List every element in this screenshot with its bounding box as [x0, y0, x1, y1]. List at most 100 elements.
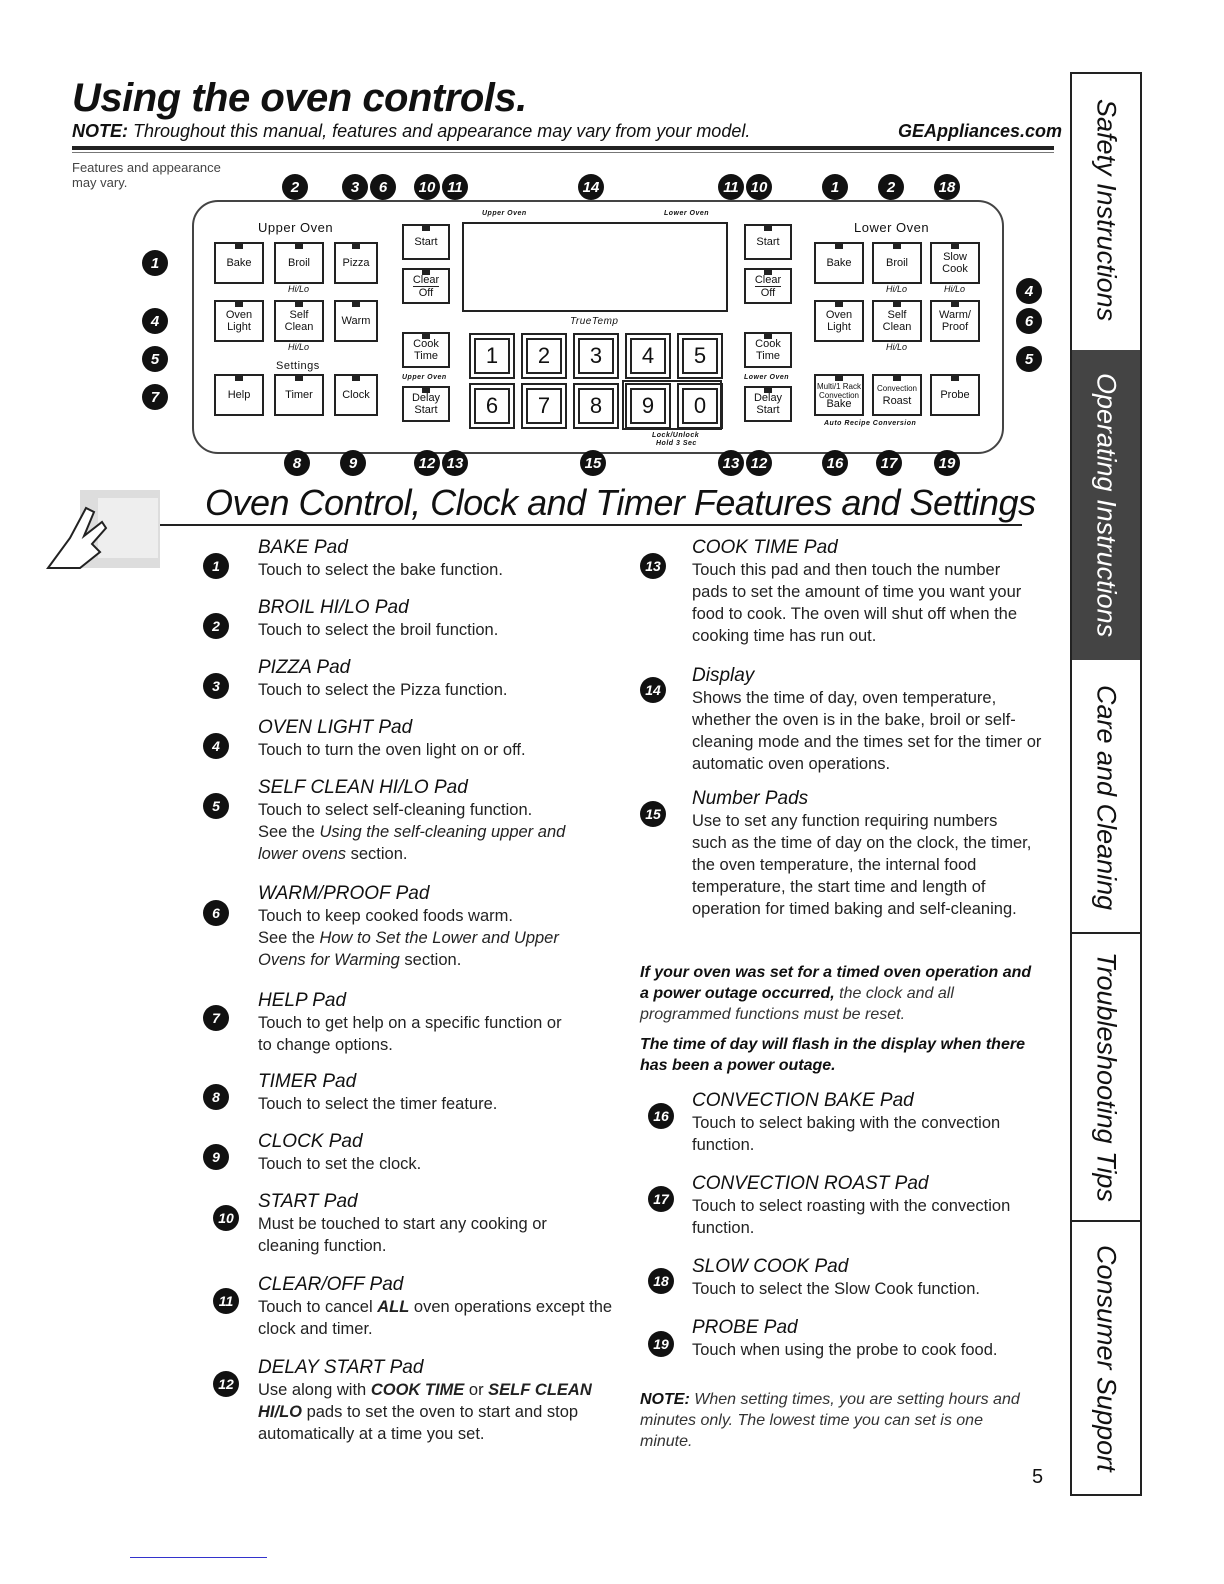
hand-pointer-icon — [46, 490, 160, 569]
number-pad-6[interactable]: 6 — [469, 383, 515, 429]
tab-separator — [1072, 932, 1140, 934]
callout-top-1: 1 — [822, 174, 848, 200]
callout-top-11b: 11 — [718, 174, 744, 200]
upper-start-pad[interactable]: Start — [402, 224, 450, 260]
item-bullet-18: 18 — [648, 1268, 674, 1294]
help-pad[interactable]: Help — [214, 374, 264, 416]
settings-label: Settings — [276, 360, 320, 372]
lower-oven-small-label: Lower Oven — [744, 374, 790, 381]
power-outage-note: If your oven was set for a timed oven op… — [640, 964, 1032, 1023]
slow-cook-hilo: Hi/Lo — [944, 284, 966, 294]
website-link[interactable]: GEAppliances.com — [898, 121, 1063, 141]
number-pad-0[interactable]: 0 — [677, 383, 723, 429]
pizza-pad[interactable]: Pizza — [334, 242, 378, 284]
warm-proof-pad[interactable]: Warm/Proof — [930, 300, 980, 342]
number-pad-7[interactable]: 7 — [521, 383, 567, 429]
number-pad-2[interactable]: 2 — [521, 333, 567, 379]
lower-start-pad[interactable]: Start — [744, 224, 792, 260]
timer-pad[interactable]: Timer — [274, 374, 324, 416]
probe-pad[interactable]: Probe — [930, 374, 980, 416]
number-pad-9[interactable]: 9 — [625, 383, 671, 429]
number-pad-1[interactable]: 1 — [469, 333, 515, 379]
item-bullet-1: 1 — [203, 553, 229, 579]
bake-pad[interactable]: Bake — [214, 242, 264, 284]
item-bullet-8: 8 — [203, 1084, 229, 1110]
tab-operating-instructions[interactable]: Operating Instructions — [1072, 350, 1140, 660]
callout-bottom-12: 12 — [414, 450, 440, 476]
callout-top-10: 10 — [414, 174, 440, 200]
item-bullet-10: 10 — [213, 1205, 239, 1231]
callout-right-4: 4 — [1016, 278, 1042, 304]
number-pad-3[interactable]: 3 — [573, 333, 619, 379]
upper-oven-label: Upper Oven — [258, 220, 334, 235]
warm-pad[interactable]: Warm — [334, 300, 378, 342]
item-bullet-13: 13 — [640, 553, 666, 579]
callout-top-2: 2 — [282, 174, 308, 200]
lock-unlock-label: Lock/Unlock — [652, 432, 700, 439]
display-screen — [462, 222, 728, 312]
item-bullet-4: 4 — [203, 733, 229, 759]
callout-top-14: 14 — [578, 174, 604, 200]
item-bullet-17: 17 — [648, 1186, 674, 1212]
auto-recipe-label: Auto Recipe Conversion — [824, 420, 917, 427]
item-bullet-6: 6 — [203, 900, 229, 926]
number-pad-8[interactable]: 8 — [573, 383, 619, 429]
tab-safety-instructions[interactable]: Safety Instructions — [1091, 98, 1122, 322]
footer-line — [130, 1557, 267, 1558]
lower-oven-label: Lower Oven — [854, 220, 930, 235]
lower-bake-pad[interactable]: Bake — [814, 242, 864, 284]
broil-pad[interactable]: Broil — [274, 242, 324, 284]
power-outage-flash: The time of day will flash in the displa… — [640, 1036, 1025, 1074]
side-tabs — [1070, 72, 1142, 1496]
callout-bottom-13: 13 — [442, 450, 468, 476]
item-bullet-9: 9 — [203, 1144, 229, 1170]
item-bullet-3: 3 — [203, 673, 229, 699]
tab-consumer-support[interactable]: Consumer Support — [1091, 1244, 1122, 1472]
number-pad-5[interactable]: 5 — [677, 333, 723, 379]
header-rule-thin — [72, 152, 1054, 153]
tab-troubleshooting-tips[interactable]: Troubleshooting Tips — [1091, 952, 1122, 1202]
clock-pad[interactable]: Clock — [334, 374, 378, 416]
callout-left-7: 7 — [142, 384, 168, 410]
lower-broil-pad[interactable]: Broil — [872, 242, 922, 284]
callout-right-5: 5 — [1016, 346, 1042, 372]
callout-top-18: 18 — [934, 174, 960, 200]
lower-self-clean-hilo: Hi/Lo — [886, 342, 908, 352]
section-rule — [160, 524, 1022, 526]
item-bullet-14: 14 — [640, 677, 666, 703]
number-pad-4[interactable]: 4 — [625, 333, 671, 379]
callout-bottom-13b: 13 — [718, 450, 744, 476]
callout-left-4: 4 — [142, 308, 168, 334]
callout-top-10b: 10 — [746, 174, 772, 200]
section-title: Oven Control, Clock and Timer Features a… — [205, 482, 1036, 523]
display-upper-label: Upper Oven — [482, 210, 527, 217]
item-bullet-15: 15 — [640, 801, 666, 827]
tab-care-and-cleaning[interactable]: Care and Cleaning — [1091, 685, 1122, 911]
broil-hilo: Hi/Lo — [288, 284, 310, 294]
page-title: Using the oven controls. — [72, 76, 527, 120]
